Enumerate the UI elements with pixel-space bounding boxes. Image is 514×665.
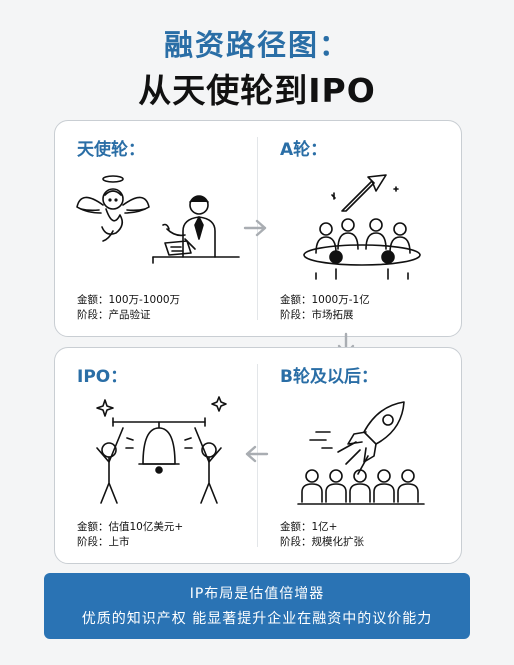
arrow-left-icon (245, 445, 269, 463)
bottom-panel: IPO： (54, 347, 462, 564)
stage-info-series-b: 金额：1亿+ 阶段：规模化扩张 (280, 520, 364, 550)
stage-title-series-b: B轮及以后： (280, 367, 378, 387)
banner-line-2: 优质的知识产权 能显著提升企业在融资中的议价能力 (81, 611, 433, 627)
title-line-1: 融资路径图： (163, 28, 350, 62)
stage-phase-ipo: 阶段：上市 (77, 536, 130, 548)
stage-amount-series-b: 金额：1亿+ (280, 521, 338, 533)
panel-divider (257, 364, 258, 547)
title-line-2: 从天使轮到IPO (138, 71, 376, 110)
stage-amount-ipo: 金额：估值10亿美元+ (77, 521, 184, 533)
angel-and-investor-illustration (76, 175, 240, 264)
banner-line-1: IP布局是估值倍增器 (189, 586, 325, 602)
stage-info-ipo: 金额：估值10亿美元+ 阶段：上市 (77, 520, 183, 550)
stage-phase-series-b: 阶段：规模化扩张 (280, 536, 364, 548)
arrow-right-icon (243, 219, 267, 237)
top-panel: 天使轮： (54, 120, 462, 337)
team-meeting-growth-illustration (303, 174, 421, 280)
rocket-team-illustration (297, 401, 425, 505)
stage-title-ipo: IPO： (77, 367, 128, 387)
stage-ipo: IPO： (55, 348, 258, 563)
stage-info-series-a: 金额：1000万-1亿 阶段：市场拓展 (280, 293, 370, 323)
stage-angel: 天使轮： (55, 121, 258, 336)
stage-series-b: B轮及以后： 金额：1亿+ 阶段：规模化扩张 (258, 348, 461, 563)
summary-banner: IP布局是估值倍增器 优质的知识产权 能显著提升企业在融资中的议价能力 (44, 573, 470, 639)
stage-phase-angel: 阶段：产品验证 (77, 309, 151, 321)
stage-amount-angel: 金额：100万-1000万 (77, 294, 181, 306)
stage-phase-series-a: 阶段：市场拓展 (280, 309, 354, 321)
stage-info-angel: 金额：100万-1000万 阶段：产品验证 (77, 293, 180, 323)
stage-amount-series-a: 金额：1000万-1亿 (280, 294, 370, 306)
stage-series-a: A轮： 金额：1000万-1亿 阶段：市场拓展 (258, 121, 461, 336)
stage-title-angel: 天使轮： (77, 140, 145, 160)
stage-title-series-a: A轮： (280, 140, 328, 160)
bell-ringing-celebration-illustration (96, 396, 227, 504)
